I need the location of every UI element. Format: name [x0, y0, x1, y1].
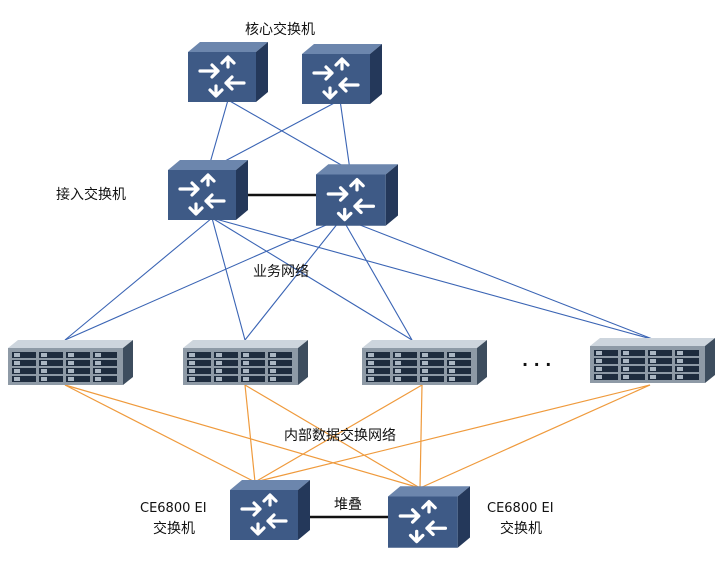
storage-array-3-icon [362, 340, 487, 385]
internal-network-label: 内部数据交换网络 [284, 427, 396, 444]
ce6800-switch-2-icon [388, 486, 470, 548]
ce-right-label-line2: 交换机 [500, 520, 542, 537]
service-network-label: 业务网络 [253, 264, 309, 280]
access-switch-2-icon [316, 164, 398, 226]
storage-array-4-icon [590, 338, 715, 383]
ce-right-label-line1: CE6800 EI [487, 501, 554, 516]
stack-label: 堆叠 [334, 497, 362, 513]
internal-data-links [64, 384, 651, 489]
core-switch-2-icon [302, 44, 382, 104]
access-storage-links [64, 217, 656, 341]
ce-left-label-line1: CE6800 EI [140, 501, 207, 516]
access-switch-1-icon [168, 160, 248, 220]
access-switch-label: 接入交换机 [56, 186, 126, 203]
ce-left-label-line2: 交换机 [153, 520, 195, 537]
storage-array-1-icon [8, 340, 133, 385]
ce6800-switch-1-icon [230, 480, 310, 540]
core-switch-1-icon [188, 42, 268, 102]
core-access-links [207, 99, 351, 171]
core-switch-label: 核心交换机 [245, 21, 315, 38]
ellipsis-label: · · · [522, 355, 551, 374]
storage-array-2-icon [183, 340, 308, 385]
